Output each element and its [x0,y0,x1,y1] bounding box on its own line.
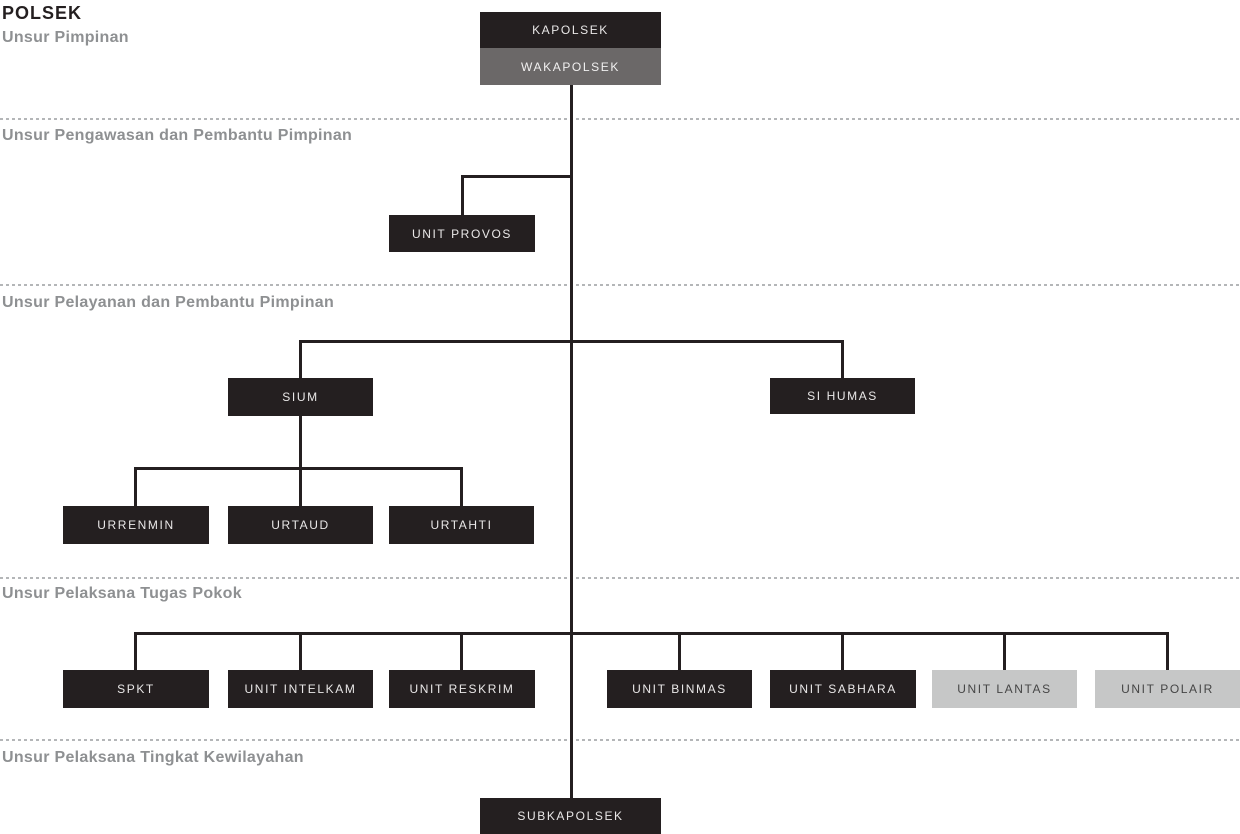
connector-provos-drop [461,175,464,215]
node-unit-intelkam: UNIT INTELKAM [228,670,373,708]
section-divider-4 [0,739,1240,741]
node-sium: SIUM [228,378,373,416]
node-urtahti: URTAHTI [389,506,534,544]
page-title: POLSEK [2,3,83,23]
section-divider-1 [0,118,1240,120]
section-label-pelaksana-tugas-pokok: Unsur Pelaksana Tugas Pokok [2,585,242,602]
connector-sium-children-stem [299,416,302,506]
connector-main-vertical [570,85,573,798]
connector-reskrim-drop [460,632,463,670]
connector-sihumas-drop [841,340,844,378]
connector-urrenmin-drop [134,467,137,506]
connector-units-horizontal [134,632,1169,635]
connector-lantas-drop [1003,632,1006,670]
node-unit-binmas: UNIT BINMAS [607,670,752,708]
connector-sabhara-drop [841,632,844,670]
node-urrenmin: URRENMIN [63,506,209,544]
connector-services-horizontal [299,340,844,343]
node-unit-reskrim: UNIT RESKRIM [389,670,535,708]
connector-binmas-drop [678,632,681,670]
section-label-pelaksana-kewilayahan: Unsur Pelaksana Tingkat Kewilayahan [2,749,304,766]
node-wakapolsek: WAKAPOLSEK [480,48,661,85]
connector-intelkam-drop [299,632,302,670]
connector-urtahti-drop [460,467,463,506]
section-divider-2 [0,284,1240,286]
node-unit-sabhara: UNIT SABHARA [770,670,916,708]
connector-provos-horizontal [461,175,573,178]
connector-polair-drop [1166,632,1169,670]
section-label-unsur-pimpinan: Unsur Pimpinan [2,29,129,46]
section-label-pengawasan: Unsur Pengawasan dan Pembantu Pimpinan [2,127,353,144]
node-unit-polair: UNIT POLAIR [1095,670,1240,708]
connector-spkt-drop [134,632,137,670]
connector-sium-drop [299,340,302,378]
node-spkt: SPKT [63,670,209,708]
node-unit-lantas: UNIT LANTAS [932,670,1077,708]
section-divider-3 [0,577,1240,579]
node-si-humas: SI HUMAS [770,378,915,414]
connector-sium-children-horizontal [134,467,463,470]
node-kapolsek: KAPOLSEK [480,12,661,48]
node-urtaud: URTAUD [228,506,373,544]
section-label-pelayanan: Unsur Pelayanan dan Pembantu Pimpinan [2,294,335,311]
node-subkapolsek: SUBKAPOLSEK [480,798,661,834]
node-unit-provos: UNIT PROVOS [389,215,535,252]
